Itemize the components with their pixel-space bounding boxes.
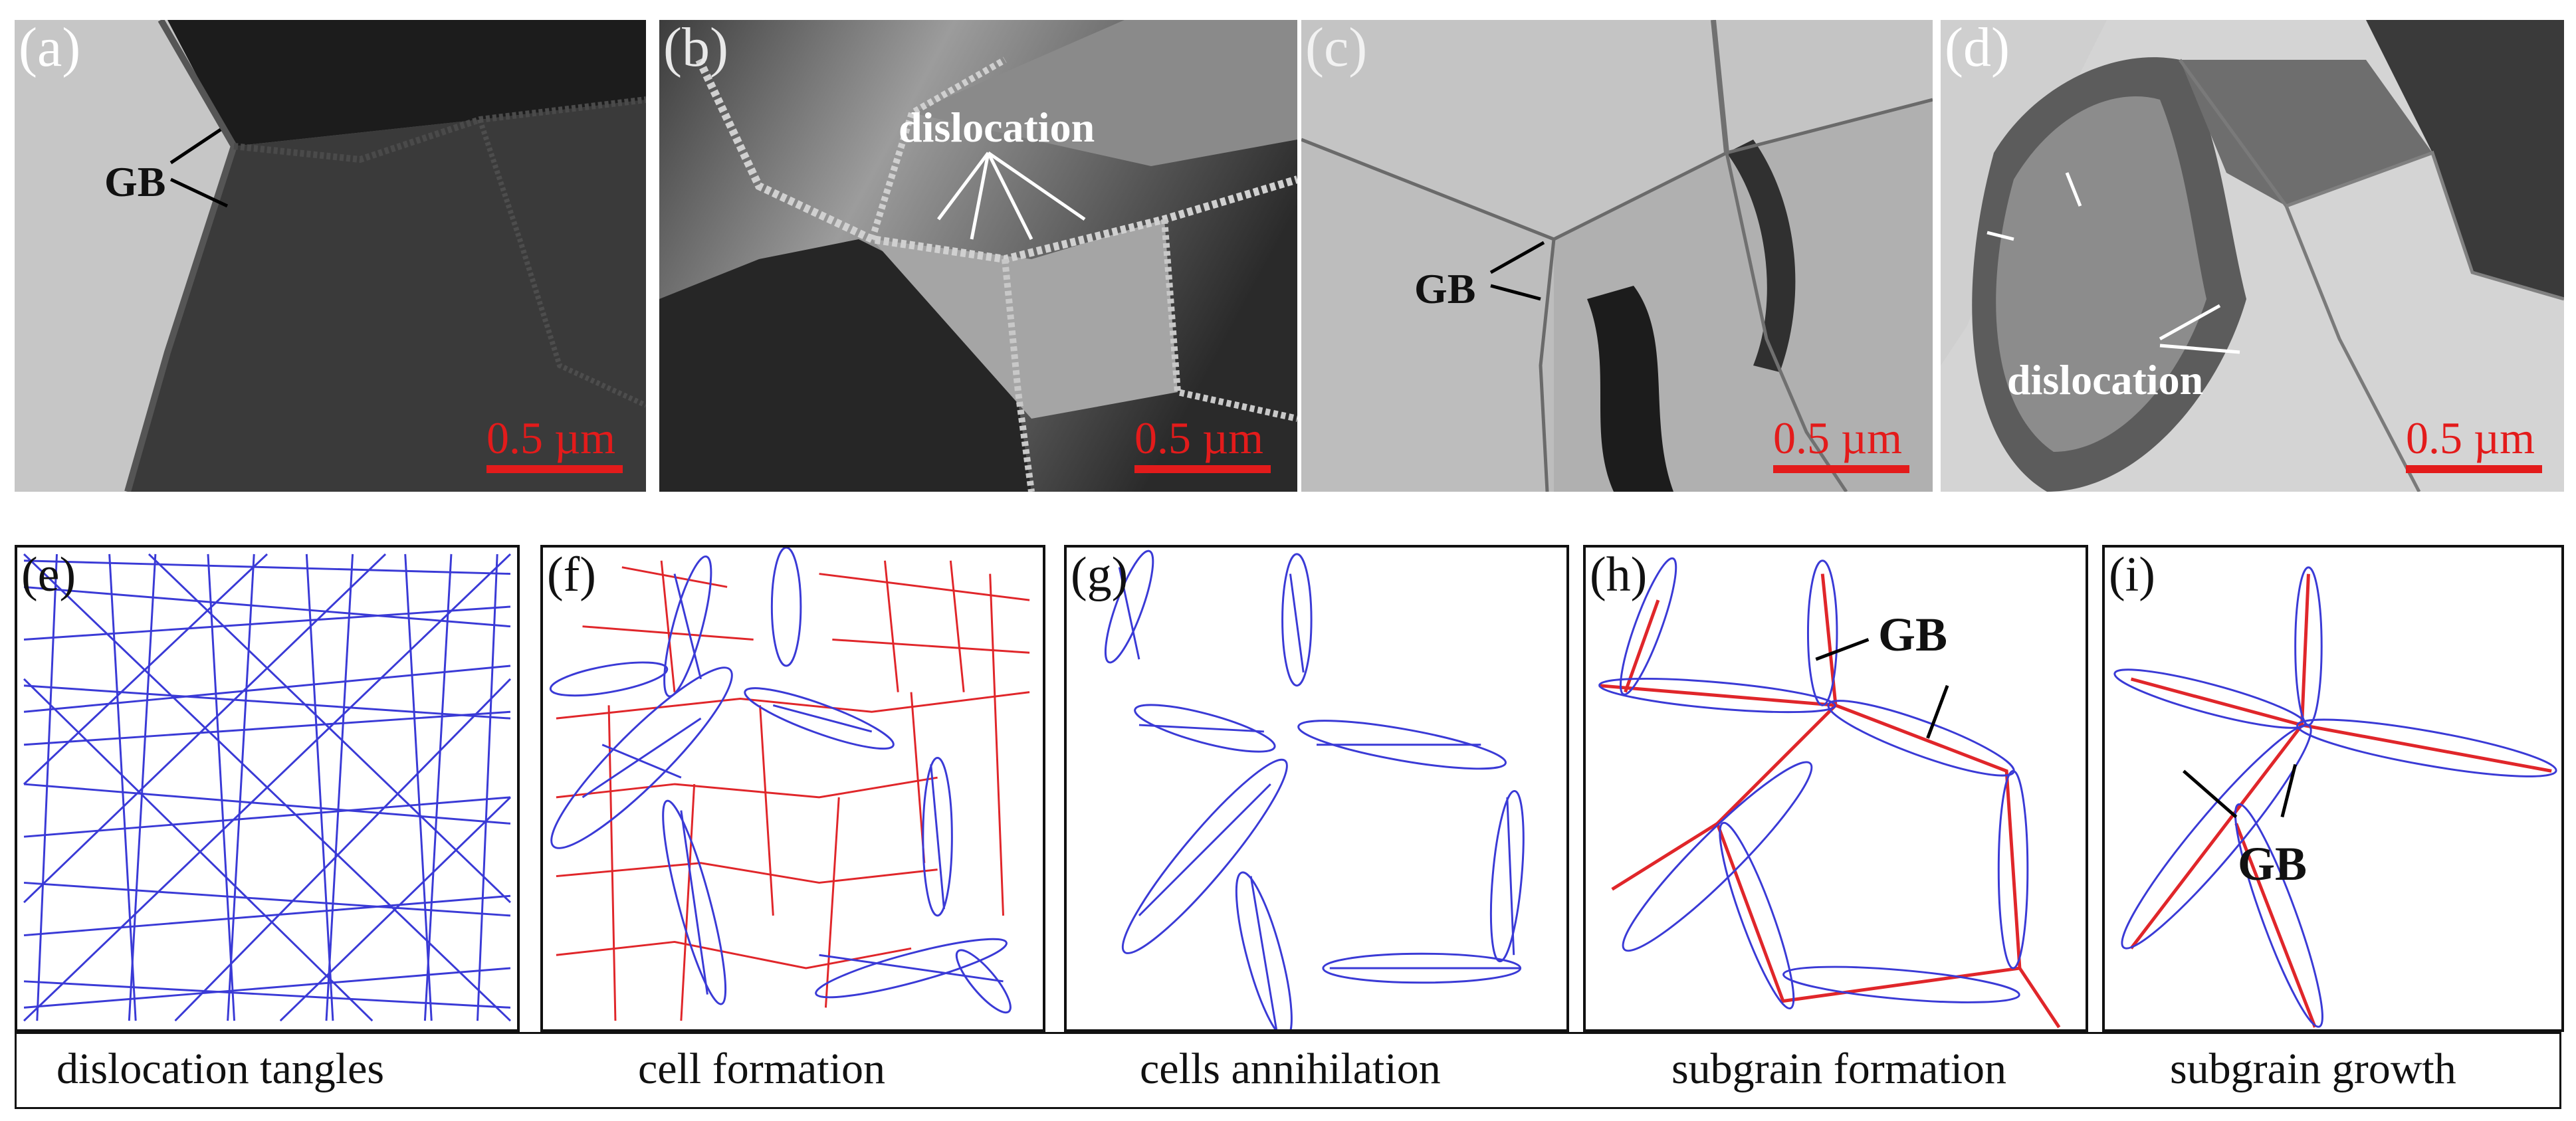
caption-f: cell formation <box>638 1045 886 1093</box>
gb-annotation-h: GB <box>1878 608 1948 661</box>
panel-label-i: (i) <box>2109 548 2155 602</box>
panel-label-d: (d) <box>1945 20 2010 78</box>
gb-annotation-c: GB <box>1414 265 1476 312</box>
caption-h: subgrain formation <box>1671 1045 2007 1093</box>
caption-i: subgrain growth <box>2170 1045 2456 1093</box>
tem-image-b <box>659 20 1297 492</box>
subgrain-growth-sketch <box>2113 566 2557 1028</box>
scale-text-d: 0.5 µm <box>2406 413 2535 463</box>
tem-panel-b: (b) dislocation 0.5 µm <box>659 20 1297 492</box>
panel-label-e: (e) <box>21 548 76 602</box>
panel-label-b: (b) <box>663 20 728 78</box>
panel-label-f: (f) <box>547 548 596 602</box>
dislocation-tangles-sketch <box>23 553 512 1022</box>
scale-text-c: 0.5 µm <box>1773 413 1903 463</box>
tem-panel-a: (a) GB 0.5 µm <box>15 20 646 492</box>
scale-text-b: 0.5 µm <box>1134 413 1264 463</box>
scale-bar-a <box>486 465 623 473</box>
caption-g: cells annihilation <box>1140 1045 1441 1093</box>
schematic-panel-f: (f) <box>540 545 1045 1032</box>
tem-image-d <box>1941 20 2564 492</box>
tem-image-a <box>15 20 646 492</box>
tem-image-c <box>1301 20 1933 492</box>
cells-annihilation-sketch <box>1104 550 1525 1029</box>
schematic-panel-e: (e) <box>15 545 520 1032</box>
dislocation-annotation-b: dislocation <box>899 104 1095 151</box>
tem-panel-c: (c) GB 0.5 µm <box>1301 20 1933 492</box>
panel-label-a: (a) <box>19 20 81 78</box>
panel-label-h: (h) <box>1590 548 1648 602</box>
tem-panel-d: (d) dislocation 0.5 µm <box>1941 20 2564 492</box>
panel-label-c: (c) <box>1305 20 1368 78</box>
cell-formation-sketch <box>549 548 1030 1021</box>
subgrain-formation-sketch <box>1598 557 2061 1029</box>
caption-e: dislocation tangles <box>56 1045 385 1093</box>
panel-label-g: (g) <box>1071 548 1128 602</box>
scale-bar-d <box>2406 465 2542 473</box>
gb-annotation-a: GB <box>104 158 166 205</box>
scale-bar-b <box>1134 465 1271 473</box>
scale-bar-c <box>1773 465 1909 473</box>
schematic-panel-h: (h) GB <box>1583 545 2088 1032</box>
schematic-panel-g: (g) <box>1064 545 1569 1032</box>
dislocation-annotation-d: dislocation <box>2007 356 2204 403</box>
schematic-panel-i: (i) GB <box>2102 545 2564 1032</box>
caption-row: dislocation tangles cell formation cells… <box>15 1032 2561 1109</box>
scale-text-a: 0.5 µm <box>486 413 616 463</box>
gb-annotation-i: GB <box>2238 837 2308 890</box>
